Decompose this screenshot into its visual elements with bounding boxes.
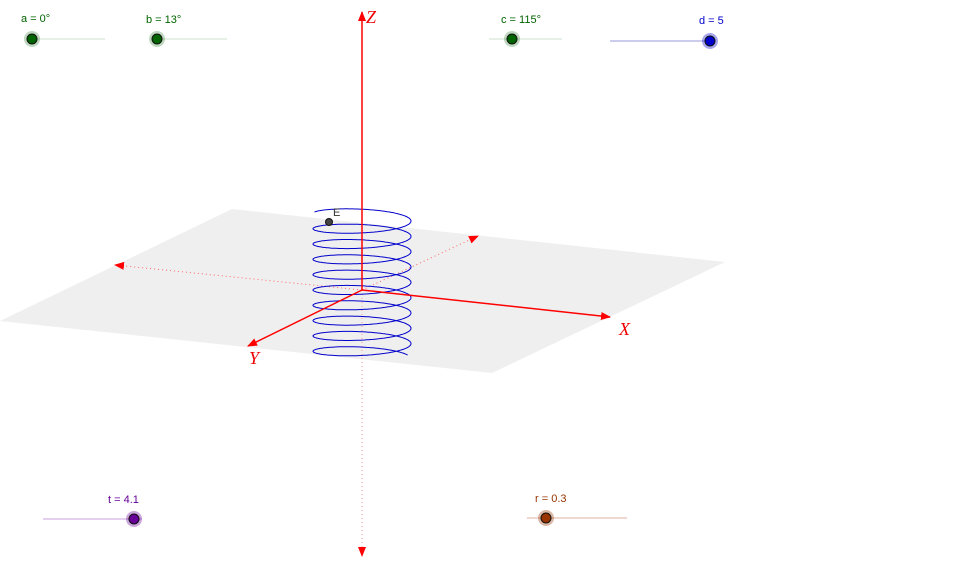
y-axis-label: Y [249, 348, 260, 368]
slider-d[interactable] [610, 33, 718, 49]
slider-c-label: c = 115° [501, 14, 541, 26]
slider-c[interactable] [489, 31, 562, 47]
slider-r-label: r = 0.3 [535, 493, 567, 505]
slider-a-label: a = 0° [21, 13, 51, 25]
slider-r[interactable] [527, 510, 627, 526]
point-e[interactable] [325, 218, 333, 226]
x-axis [361, 289, 611, 321]
helix-curve[interactable] [312, 208, 412, 357]
z-axis-label: Z [366, 7, 377, 27]
slider-t[interactable] [43, 511, 142, 527]
point-e-label: E [333, 207, 341, 219]
slider-a[interactable] [24, 31, 105, 47]
y-axis [247, 289, 363, 347]
x-axis-negative [114, 261, 363, 291]
slider-d-label: d = 5 [699, 15, 724, 27]
slider-b-label: b = 13° [146, 14, 182, 26]
x-axis-label: X [619, 319, 630, 339]
slider-b[interactable] [149, 31, 227, 47]
slider-t-label: t = 4.1 [108, 494, 139, 506]
